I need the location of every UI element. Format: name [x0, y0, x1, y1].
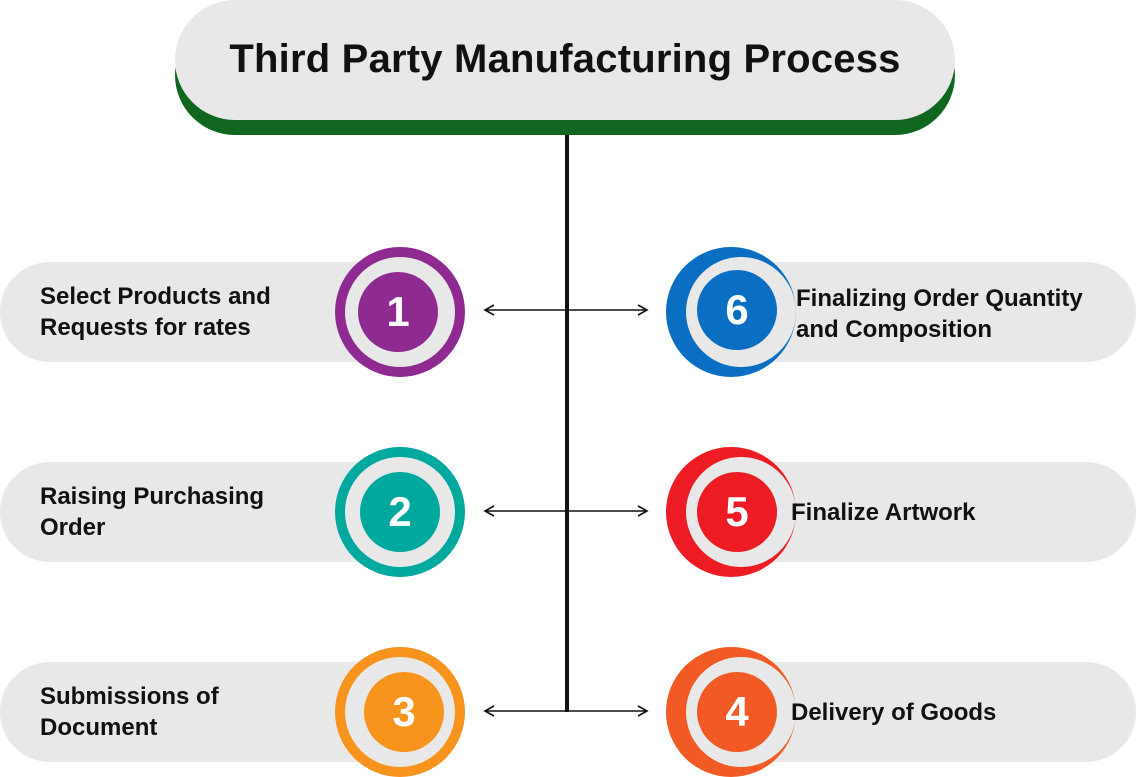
step-4-number: 4	[725, 688, 749, 735]
step-6-number-badge: 6	[697, 270, 777, 350]
step-2-number-badge: 2	[360, 472, 440, 552]
step-6-number: 6	[725, 286, 749, 333]
step-1-number-badge: 1	[358, 272, 438, 352]
step-3-label: Submissions of Document	[40, 683, 219, 741]
step-5-label: Finalize Artwork	[791, 498, 976, 526]
connector-spine	[565, 135, 569, 712]
page-title: Third Party Manufacturing Process	[229, 36, 901, 81]
step-2-label: Raising Purchasing Order	[40, 483, 265, 541]
step-4-label: Delivery of Goods	[791, 698, 997, 726]
step-1-number: 1	[386, 288, 410, 335]
title-banner: Third Party Manufacturing Process	[175, 0, 955, 120]
step-5-number: 5	[725, 488, 749, 535]
step-1-label: Select Products and Requests for rates	[40, 283, 271, 341]
step-3-number: 3	[392, 688, 416, 735]
step-5-number-badge: 5	[697, 472, 777, 552]
step-2-number: 2	[388, 488, 412, 535]
step-6-label: Finalizing Order Quantity and Compositio…	[796, 285, 1083, 343]
step-3-number-badge: 3	[364, 672, 444, 752]
step-4-number-badge: 4	[697, 672, 777, 752]
